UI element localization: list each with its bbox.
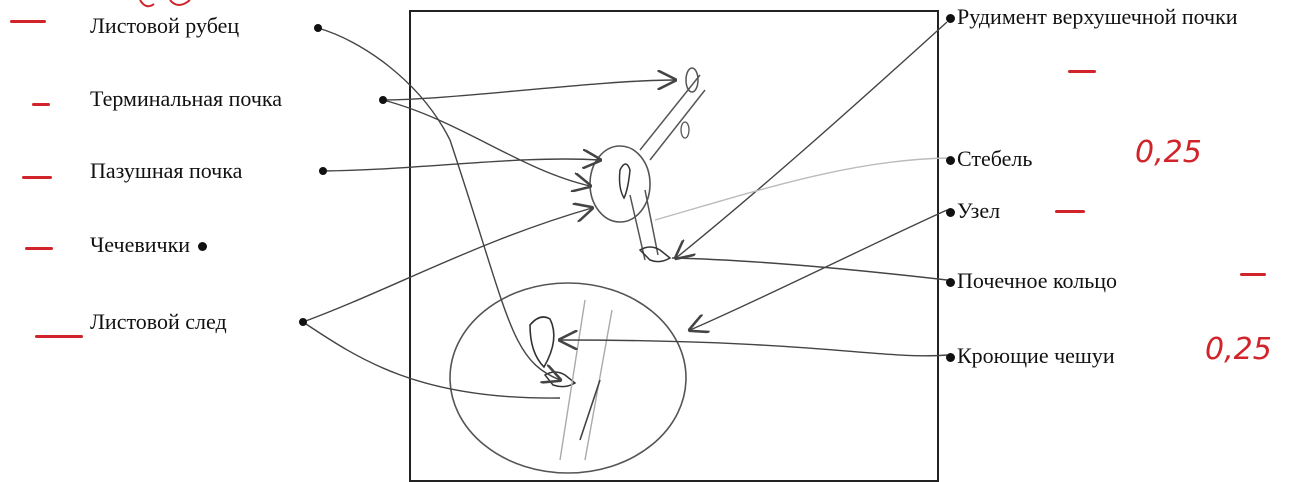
bullet-dot — [946, 156, 955, 165]
label-node: Узел — [944, 198, 1000, 224]
label-apical-bud-rudiment: Рудимент верхушечной почки — [944, 0, 1304, 34]
side-bud-sketch — [681, 122, 689, 138]
stem-lower-stroke — [630, 190, 658, 260]
axillary-bud-sketch — [620, 164, 631, 198]
grade-dash — [1240, 273, 1266, 276]
stem-stroke — [640, 75, 705, 160]
label-terminal-bud: Терминальная почка — [90, 86, 282, 112]
grade-dash — [35, 335, 83, 338]
label-leaf-scar: Листовой рубец — [90, 13, 239, 39]
grade-dash — [25, 247, 53, 250]
bullet-dot — [946, 14, 955, 23]
grade-bud-scales: 0,25 — [1205, 332, 1272, 367]
bullet-dots — [299, 24, 387, 326]
bullet-dot — [198, 242, 207, 251]
label-lenticels: Чечевички — [90, 232, 209, 258]
bullet-dot — [946, 353, 955, 362]
label-leaf-trace: Листовой след — [90, 309, 227, 335]
grade-dash — [32, 103, 50, 106]
lower-stem-sketch — [560, 300, 612, 460]
lower-axillary-bud-sketch — [530, 317, 554, 367]
label-bud-ring: Почечное кольцо — [944, 268, 1117, 294]
grade-dash — [1068, 70, 1096, 73]
grade-stem: 0,25 — [1135, 135, 1202, 170]
grade-dash — [22, 176, 52, 179]
cropped-grade-mark — [140, 0, 190, 6]
label-axillary-bud: Пазушная почка — [90, 158, 242, 184]
bullet-dot — [946, 278, 955, 287]
bullet-dot — [946, 208, 955, 217]
connector-lines — [303, 22, 947, 398]
label-stem: Стебель — [944, 146, 1032, 172]
grade-dash — [1055, 210, 1085, 213]
grade-dash — [10, 20, 46, 23]
label-bud-scales: Кроющие чешуи — [944, 343, 1115, 369]
